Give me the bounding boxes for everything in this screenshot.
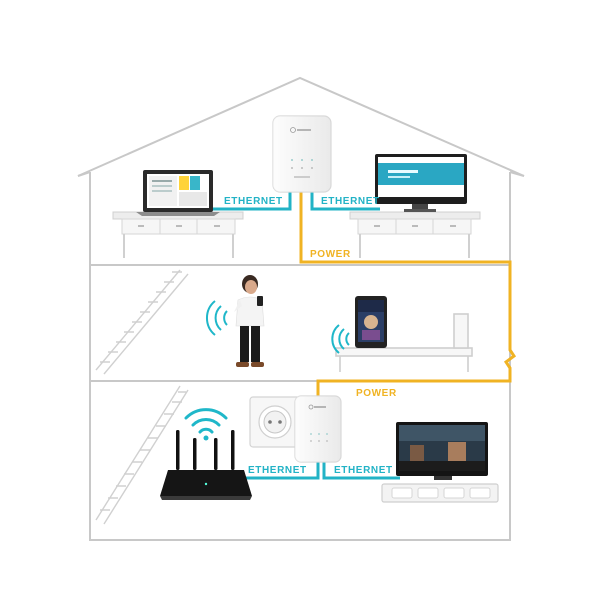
- laptop-icon: [136, 170, 220, 216]
- house-outline: [77, 76, 525, 541]
- ethernet-label-bottom-left: ETHERNET: [248, 465, 307, 476]
- desktop-monitor-icon: [375, 154, 467, 212]
- desk-icon-left: [112, 211, 244, 258]
- power-label-bottom: POWER: [356, 388, 397, 399]
- stairs-icon-lower: [95, 385, 189, 525]
- ethernet-cables: [212, 186, 400, 480]
- ethernet-label-bottom-right: ETHERNET: [334, 465, 393, 476]
- powerline-adapter-icon-top: [272, 115, 332, 193]
- power-label-top: POWER: [310, 249, 351, 260]
- stairs-icon-upper: [95, 269, 189, 375]
- tv-icon: [396, 422, 488, 480]
- wifi-icon-tablet: [331, 324, 350, 354]
- tv-stand-icon: [381, 483, 499, 503]
- bed-icon: [335, 313, 473, 372]
- tablet-icon: [355, 296, 387, 348]
- person-icon: [234, 275, 265, 367]
- wifi-icon-router: [184, 408, 228, 441]
- smartphone-icon: [257, 296, 263, 306]
- ethernet-label-top-left: ETHERNET: [224, 196, 283, 207]
- desk-icon-right: [349, 211, 481, 258]
- ethernet-label-top-right: ETHERNET: [321, 196, 380, 207]
- powerline-adapter-icon-bottom: [294, 395, 342, 463]
- router-icon: [160, 430, 252, 500]
- power-cable: [299, 186, 517, 418]
- wall-socket-icon: [249, 396, 301, 448]
- wifi-icon-person: [205, 300, 228, 336]
